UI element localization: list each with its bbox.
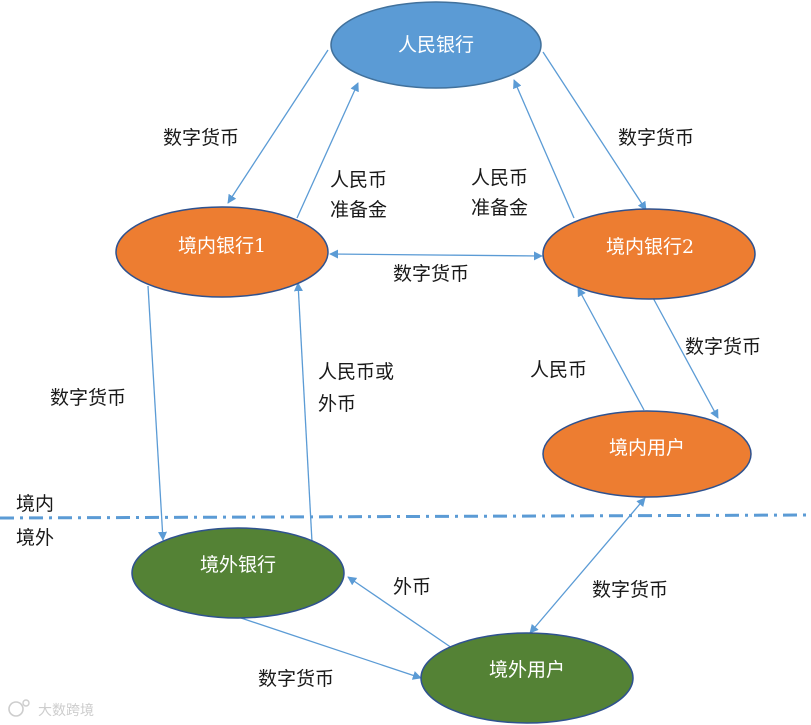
watermark-logo-icon xyxy=(8,701,24,717)
node-domestic-user-shape xyxy=(542,410,752,498)
edge-offshore-bank-to-bank1 xyxy=(293,282,313,543)
edge-offshore-user-to-bank xyxy=(347,576,453,649)
edge-offshore-bank-to-user xyxy=(237,616,422,680)
label-bank2-to-pboc-line2: 准备金 xyxy=(471,197,528,219)
label-bank1-to-offshore-bank: 数字货币 xyxy=(50,387,126,409)
label-user-to-bank2: 人民币 xyxy=(530,359,587,381)
node-offshore-user-label: 境外用户 xyxy=(489,659,565,681)
node-offshore-bank-label: 境外银行 xyxy=(200,554,276,576)
watermark-logo-dot-icon xyxy=(22,699,30,707)
label-bank2-to-pboc-line1: 人民币 xyxy=(471,167,528,189)
node-domestic-bank-1-shape xyxy=(115,206,329,298)
label-pboc-to-bank1: 数字货币 xyxy=(163,127,239,149)
label-pboc-to-bank2: 数字货币 xyxy=(618,127,694,149)
edge-bank1-to-pboc xyxy=(296,82,359,219)
node-pboc-label: 人民银行 xyxy=(398,34,474,56)
node-offshore-user-shape xyxy=(420,632,634,724)
node-domestic-bank-2: 境内银行2 xyxy=(542,208,756,300)
edge-labels: 数字货币 人民币 准备金 人民币 准备金 数字货币 数字货币 数字货币 人民币或… xyxy=(50,127,761,690)
edge-bank1-bank2 xyxy=(329,249,543,261)
watermark-text: 大数跨境 xyxy=(38,703,94,719)
label-offshore-bank-to-user: 数字货币 xyxy=(258,668,334,690)
node-offshore-bank-shape xyxy=(131,527,345,619)
label-domestic-offshore-users: 数字货币 xyxy=(592,579,668,601)
watermark: 大数跨境 xyxy=(8,699,94,719)
node-domestic-user-label: 境内用户 xyxy=(609,437,685,459)
edge-bank2-to-pboc xyxy=(513,79,575,219)
node-domestic-bank-2-shape xyxy=(542,208,756,300)
edge-pboc-to-bank1 xyxy=(227,49,329,204)
node-pboc: 人民银行 xyxy=(330,1,542,89)
edge-pboc-to-bank2 xyxy=(542,51,647,211)
node-domestic-bank-2-label: 境内银行2 xyxy=(606,236,694,258)
label-bank1-to-pboc-line1: 人民币 xyxy=(330,169,387,191)
label-offshore-bank-to-bank1-line1: 人民币或 xyxy=(318,361,394,383)
region-label-domestic: 境内 xyxy=(16,493,54,515)
border-line xyxy=(0,513,811,520)
node-domestic-bank-1: 境内银行1 xyxy=(115,206,329,298)
label-bank2-to-user: 数字货币 xyxy=(685,336,761,358)
node-domestic-bank-1-label: 境内银行1 xyxy=(178,235,266,257)
node-domestic-user: 境内用户 xyxy=(542,410,752,498)
label-offshore-user-to-bank: 外币 xyxy=(393,576,431,598)
edge-domestic-offshore-users xyxy=(529,497,646,634)
edge-bank1-to-offshore-bank xyxy=(147,285,168,541)
edge-bank2-to-user xyxy=(651,295,719,419)
region-label-offshore: 境外 xyxy=(16,527,54,549)
edges xyxy=(147,49,719,680)
node-pboc-shape xyxy=(330,1,542,89)
node-offshore-user: 境外用户 xyxy=(420,632,634,724)
label-offshore-bank-to-bank1-line2: 外币 xyxy=(318,393,356,415)
label-bank1-to-pboc-line2: 准备金 xyxy=(330,199,387,221)
edge-user-to-bank2 xyxy=(577,287,645,411)
node-offshore-bank: 境外银行 xyxy=(131,527,345,619)
label-bank1-bank2: 数字货币 xyxy=(393,263,469,285)
